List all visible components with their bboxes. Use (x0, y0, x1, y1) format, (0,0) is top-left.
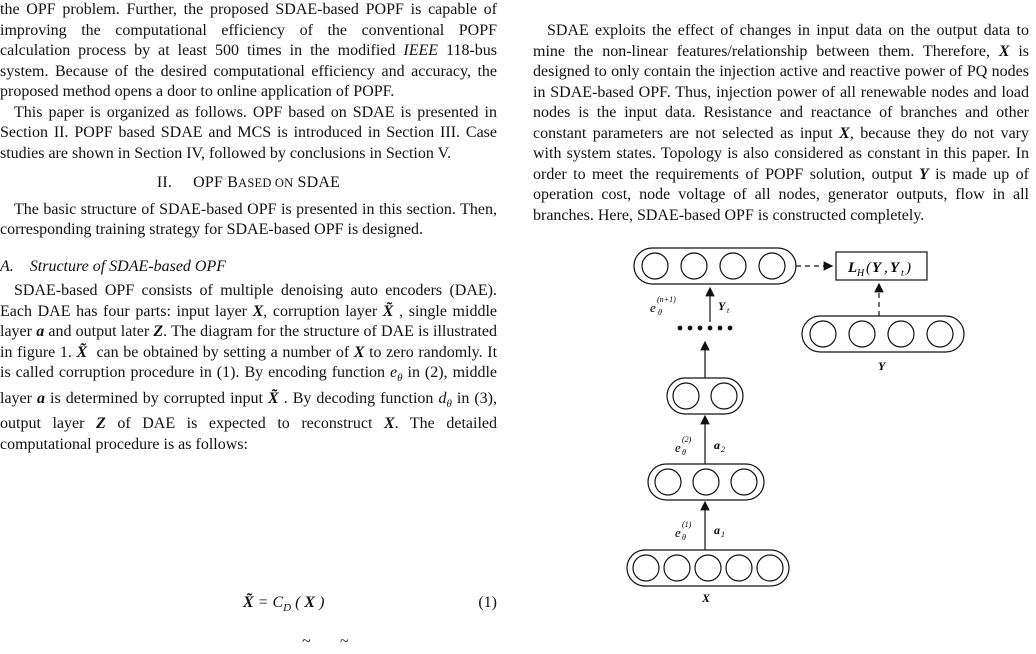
section-heading: II. OPF BASED ON SDAE (156, 174, 341, 191)
svg-text:(1): (1) (682, 520, 692, 529)
hidden-layer-a1 (647, 463, 765, 501)
svg-text:Y: Y (890, 260, 901, 276)
svg-text:): ) (905, 260, 911, 276)
svg-text:θ: θ (682, 448, 686, 457)
svg-text:(2): (2) (682, 435, 692, 444)
paragraph-sdae-io: SDAE exploits the effect of changes in i… (533, 22, 1030, 224)
svg-text:t: t (901, 268, 904, 279)
label-y: Y (878, 359, 887, 373)
right-column: SDAE exploits the effect of changes in i… (533, 21, 1029, 226)
input-layer-x (626, 549, 790, 587)
label-yt: Y (718, 299, 727, 313)
paragraph-section-intro: The basic structure of SDAE-based OPF is… (0, 200, 497, 239)
subsection-heading: A. Structure of SDAE-based OPF (0, 257, 227, 275)
label-e-n1: e (650, 300, 656, 315)
label-a1: a (714, 523, 720, 537)
svg-text:(: ( (866, 260, 872, 276)
paragraph-organization: This paper is organized as follows. OPF … (0, 103, 497, 162)
ellipsis-dots (677, 325, 733, 331)
svg-text:,: , (884, 260, 888, 276)
svg-text:θ: θ (658, 308, 662, 317)
output-layer-yt (633, 247, 797, 285)
label-e2: e (675, 440, 681, 455)
equation-1-expression: X̃ = CD ( X ) (243, 594, 325, 615)
paragraph-dae-structure: SDAE-based OPF consists of multiple deno… (0, 282, 498, 453)
svg-text:θ: θ (682, 533, 686, 542)
svg-text:2: 2 (721, 445, 725, 454)
label-a2: a (714, 438, 720, 452)
svg-text:Y: Y (872, 260, 883, 276)
svg-text:(n+1): (n+1) (657, 295, 676, 304)
svg-text:H: H (856, 268, 865, 279)
hidden-layer-a2 (666, 377, 744, 415)
equation-1-number: (1) (478, 594, 497, 611)
label-e1: e (675, 525, 681, 540)
loss-function-box: L H ( Y , Y t ) (835, 251, 928, 281)
left-column: the OPF problem. Further, the proposed S… (0, 0, 497, 455)
label-x: X (701, 591, 711, 605)
svg-text:L: L (847, 260, 857, 276)
svg-text:1: 1 (721, 530, 725, 539)
target-layer-y (801, 315, 965, 353)
paragraph-intro-end: the OPF problem. Further, the proposed S… (0, 1, 497, 100)
svg-text:t: t (727, 306, 730, 315)
